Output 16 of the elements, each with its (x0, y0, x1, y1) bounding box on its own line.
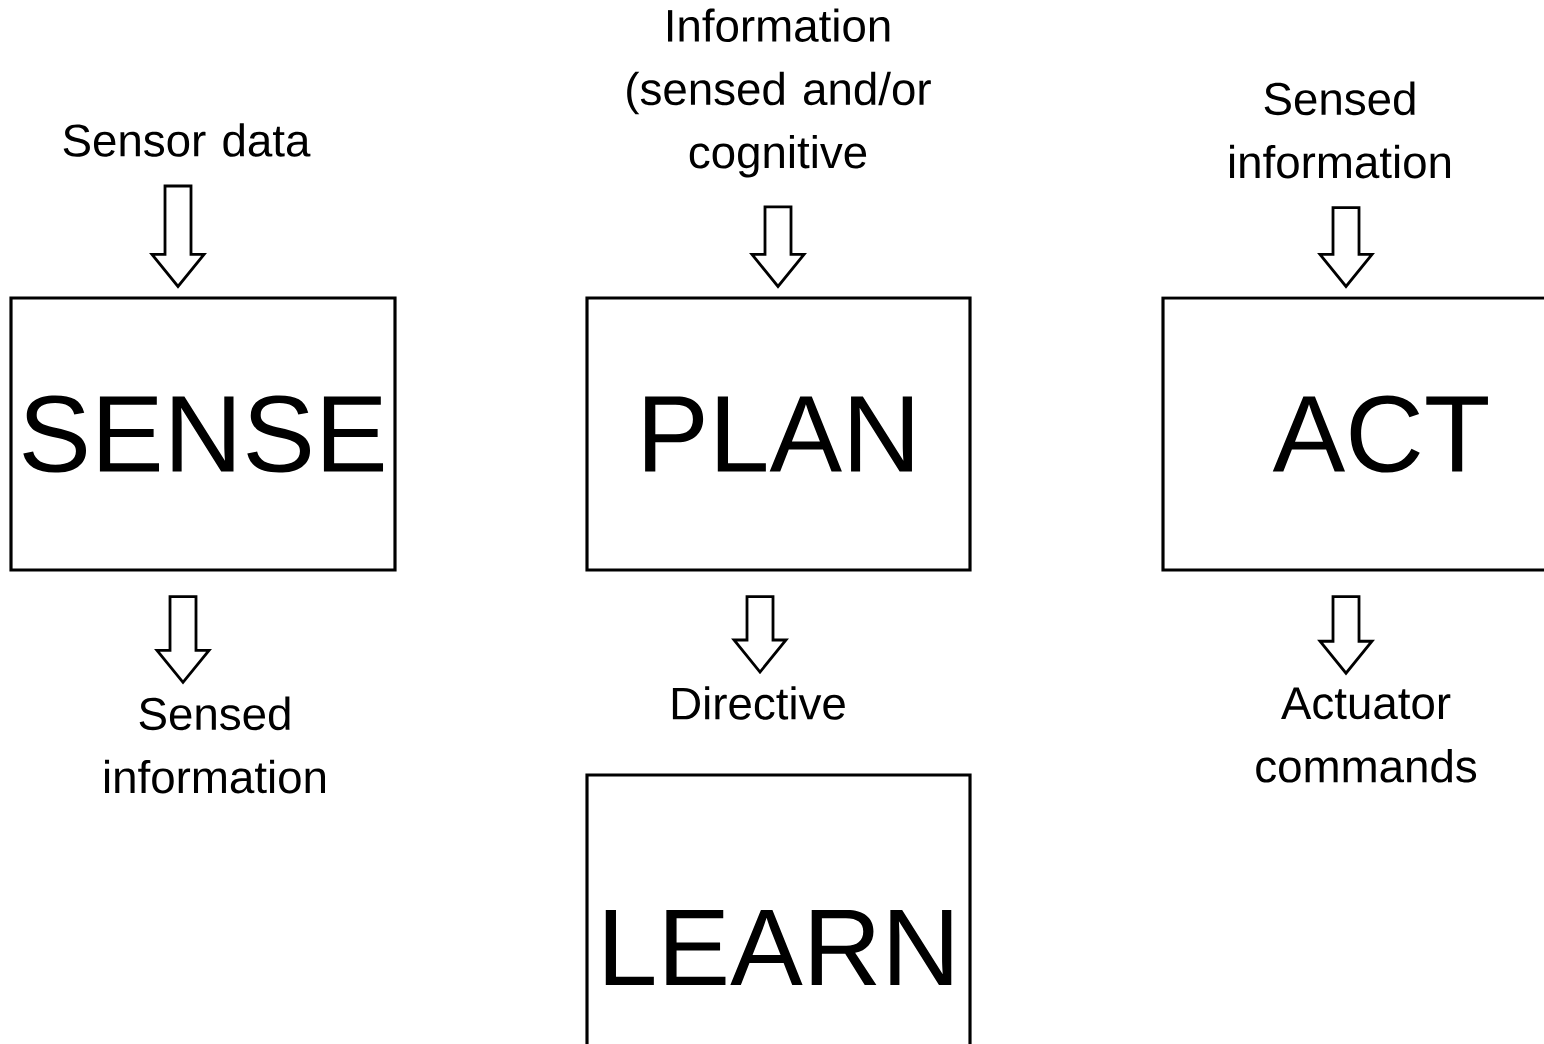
block-arrow (1317, 206, 1375, 289)
text-label: Directive (672, 686, 845, 720)
block-arrow (731, 595, 789, 675)
text-label: Sensed information (1230, 81, 1450, 179)
process-box: ACT (1161, 296, 1544, 572)
block-arrow (749, 205, 807, 289)
block-arrow (1317, 595, 1375, 676)
process-box: SENSE (9, 296, 397, 572)
text-label: Sensed information (105, 696, 325, 794)
text-label: Sensor data (63, 123, 311, 157)
text-label: Information (sensed and/or cognitive (627, 8, 931, 178)
block-arrow (149, 184, 207, 289)
process-box: PLAN (585, 296, 972, 572)
text-label: Actuator commands (1256, 687, 1477, 783)
block-arrow (154, 595, 212, 685)
process-box: LEARN (585, 773, 972, 1044)
